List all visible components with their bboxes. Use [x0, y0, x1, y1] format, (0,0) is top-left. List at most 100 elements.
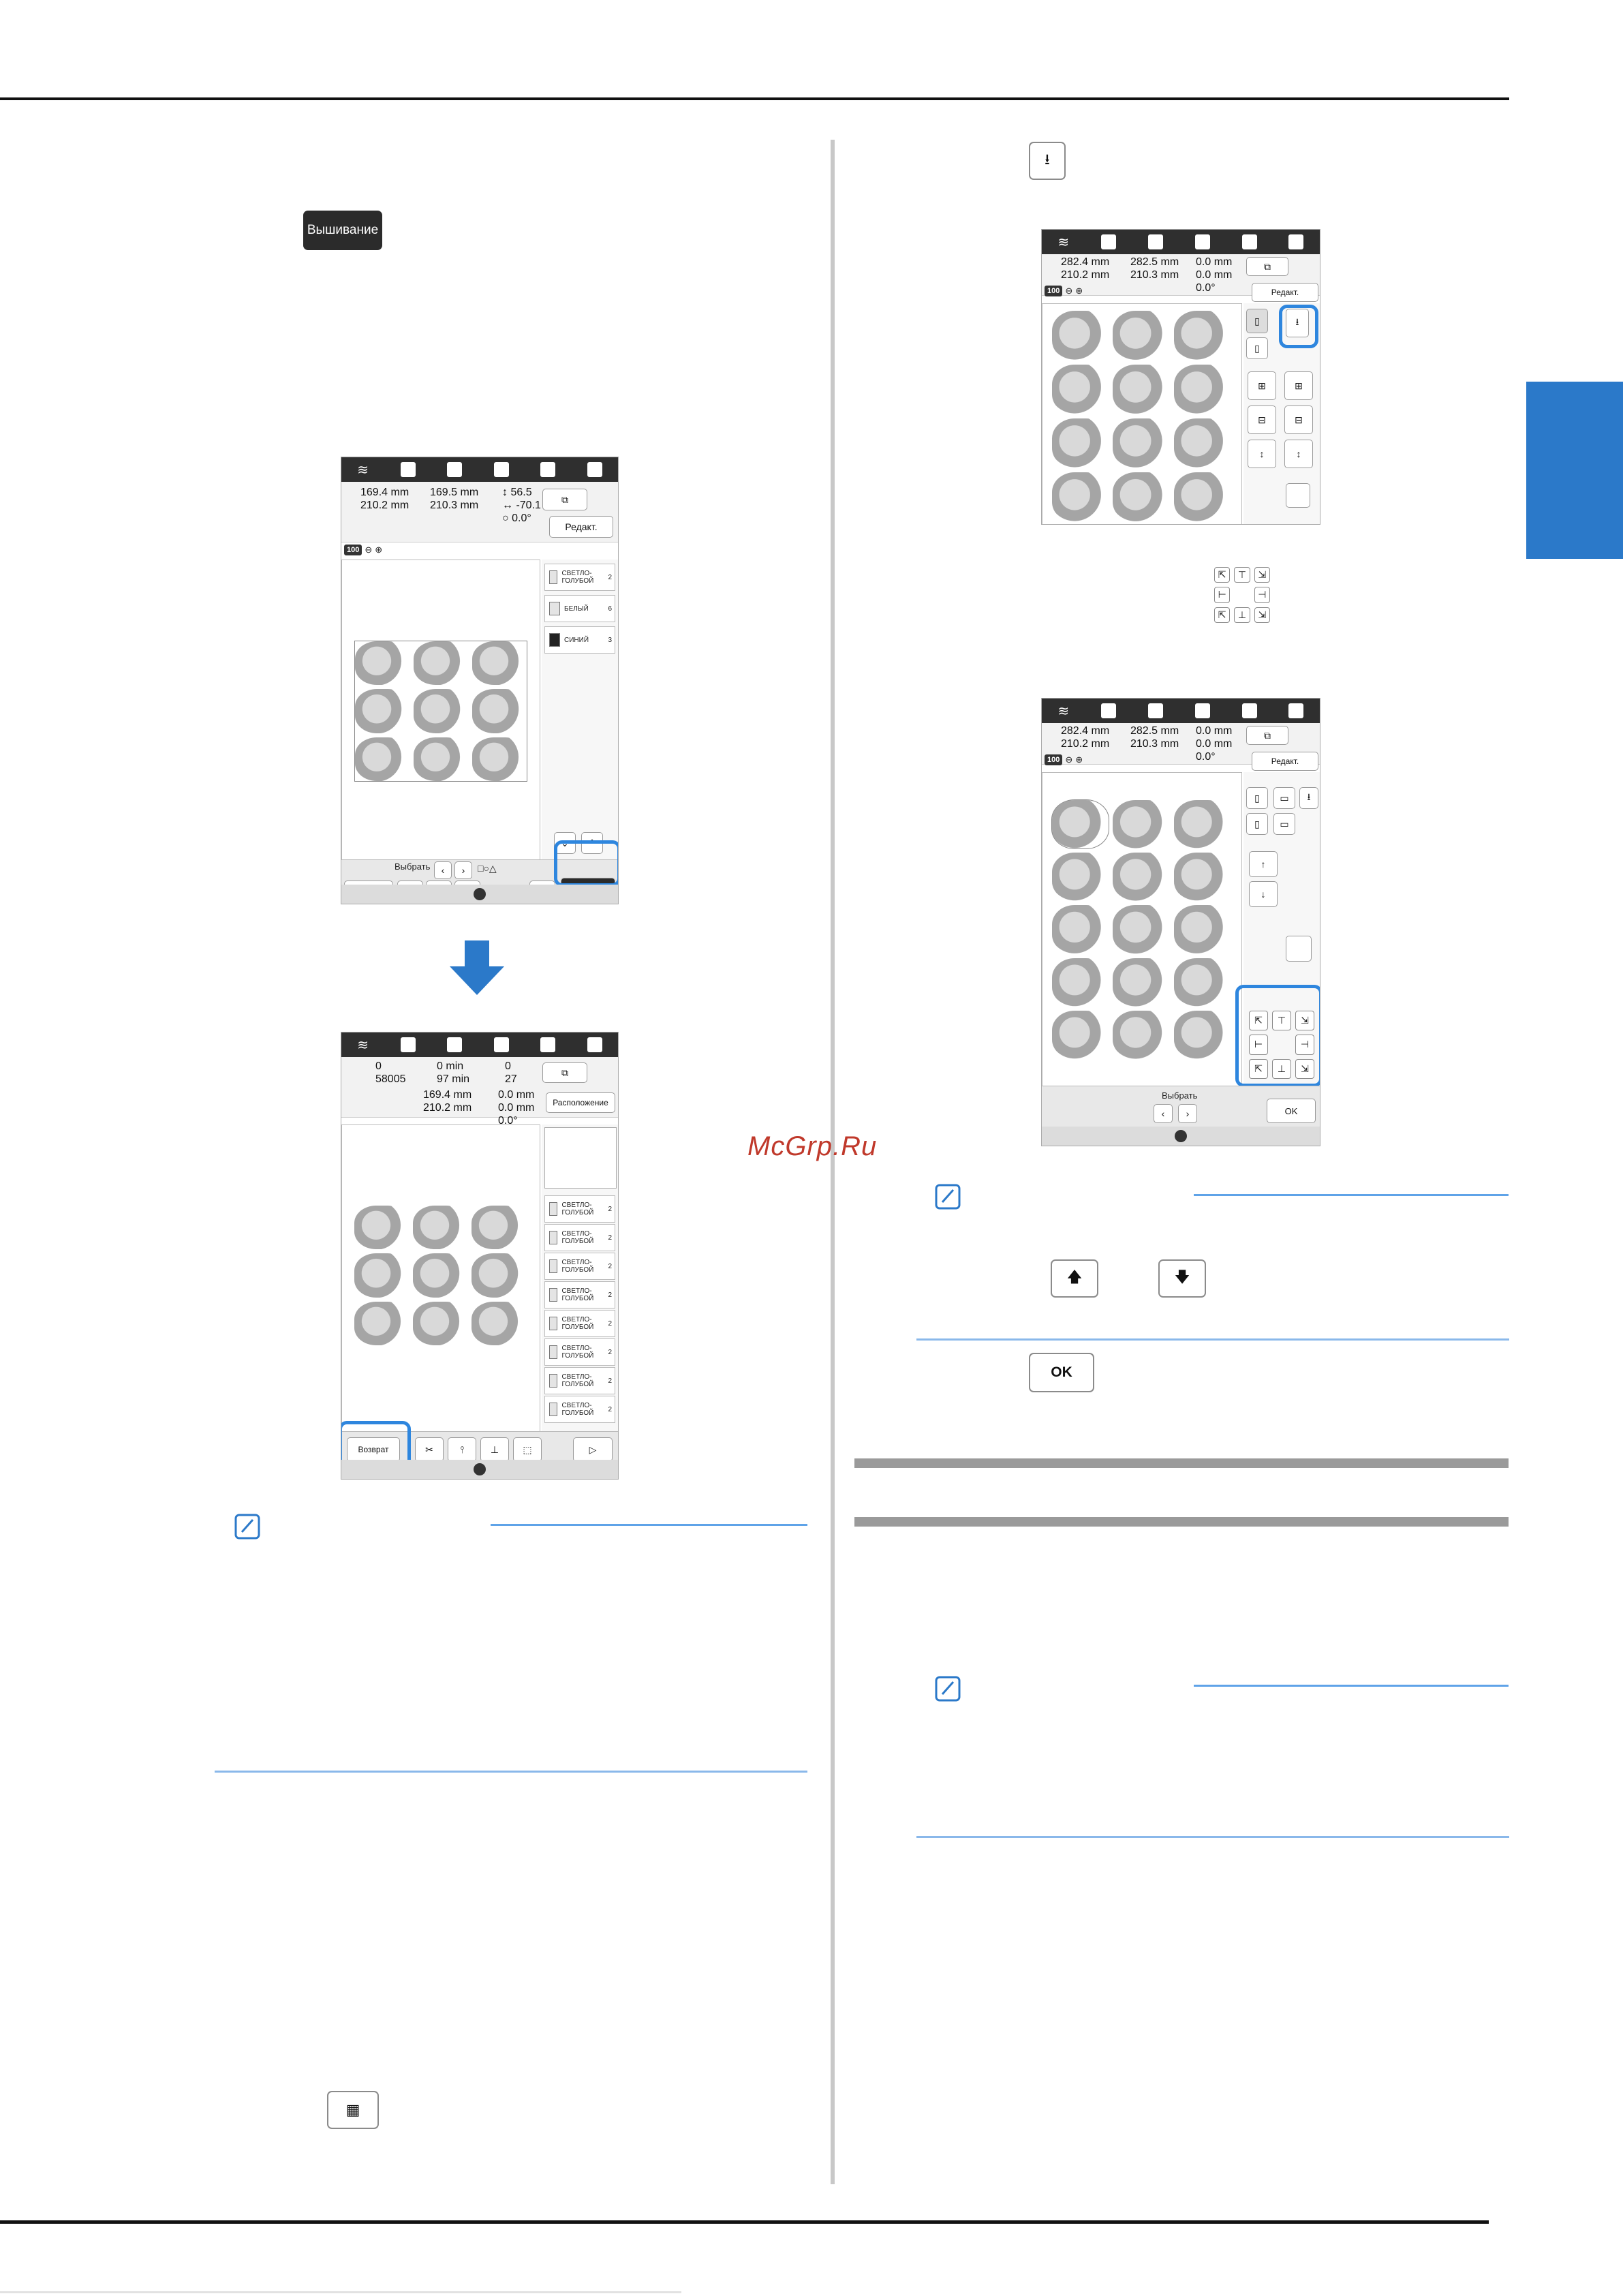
help-icon	[1147, 703, 1163, 718]
array-vertical-icon[interactable]: ▯	[1246, 787, 1268, 809]
trial-icon[interactable]: ⬚	[513, 1437, 542, 1462]
pull-handle[interactable]	[1042, 1127, 1320, 1146]
direction-pad[interactable]: ⇱ ⊤ ⇲ ⊢ ⊣ ⇱ ⊥ ⇲	[1249, 1011, 1314, 1079]
watermark: McGrp.Ru	[747, 1131, 878, 1161]
remove-row-icon[interactable]: ⊟	[1248, 405, 1276, 434]
array-row-icon[interactable]: ▭	[1273, 787, 1295, 809]
scissors-icon[interactable]: ✂	[415, 1437, 444, 1462]
return-button[interactable]: Возврат	[347, 1437, 400, 1462]
select-label: Выбрать	[395, 861, 431, 872]
help-icon	[447, 1037, 463, 1052]
ok-button[interactable]: OK	[1267, 1099, 1316, 1123]
bottom-icon[interactable]: ⊥	[1272, 1058, 1291, 1079]
memo-rule	[1194, 1685, 1509, 1687]
next-button[interactable]: ›	[454, 861, 472, 879]
move-up-icon[interactable]: ↑	[1249, 851, 1278, 877]
lock-icon	[540, 462, 556, 477]
array-column-icon[interactable]: ▭	[1273, 813, 1295, 835]
chapter-tab	[1526, 382, 1623, 559]
top-icon[interactable]: ⊤	[1272, 1011, 1291, 1031]
layout-icon[interactable]: ⧉	[1246, 726, 1288, 745]
column-divider	[831, 140, 835, 2184]
bottom-right-icon[interactable]: ⇲	[1295, 1058, 1314, 1079]
zoom-bar[interactable]: 100⊖⊕	[1045, 750, 1083, 769]
edit-button[interactable]: Редакт.	[549, 516, 613, 538]
file-icon	[1101, 703, 1117, 718]
file-icon	[400, 462, 416, 477]
file-icon	[400, 1037, 416, 1052]
needle-icon[interactable]: ⫯	[448, 1437, 476, 1462]
ok-inline-button: OK	[1029, 1353, 1094, 1392]
add-column-icon[interactable]: ⊞	[1284, 371, 1313, 400]
array-panel: ▯ ▯ ⭳ ⊞ ⊞ ⊟ ⊟ ↕ ↕	[1243, 303, 1320, 524]
array-down-icon[interactable]: ⭳	[1299, 787, 1318, 809]
zoom-bar[interactable]: 100⊖⊕	[1045, 281, 1083, 301]
lock-icon	[1241, 703, 1257, 718]
checkbox-icon[interactable]	[1286, 483, 1310, 508]
memo-rule	[1194, 1194, 1509, 1196]
presser-foot-icon	[1194, 703, 1210, 718]
array-down-icon[interactable]: ⭳	[1286, 309, 1309, 337]
pattern-grid	[354, 641, 527, 782]
array-horizontal-icon[interactable]: ▯	[1246, 813, 1268, 835]
pull-handle[interactable]	[341, 885, 618, 904]
frame-move-icon[interactable]: ▷	[573, 1437, 613, 1462]
move-down-icon[interactable]: ↓	[1249, 881, 1278, 907]
pattern-grid	[354, 1206, 526, 1345]
layout-icon[interactable]: ⧉	[542, 489, 587, 510]
move-down-inline-icon: 🡇	[1158, 1259, 1206, 1298]
prev-button[interactable]: ‹	[434, 861, 452, 879]
spacing-decrease-icon[interactable]: ↕	[1248, 440, 1276, 468]
right-icon[interactable]: ⊣	[1295, 1035, 1314, 1055]
shape-select-icon[interactable]: □○△	[478, 863, 497, 874]
edit-button[interactable]: Редакт.	[1252, 752, 1318, 771]
wifi-icon: ≋	[1057, 703, 1070, 719]
memo-end-rule	[215, 1771, 807, 1773]
wifi-icon: ≋	[357, 462, 369, 478]
edit-button[interactable]: Редакт.	[1252, 283, 1318, 302]
wifi-icon: ≋	[357, 1037, 369, 1053]
checkbox-icon[interactable]	[1286, 936, 1312, 962]
embroidery-canvas[interactable]	[1042, 772, 1242, 1087]
embroidery-canvas[interactable]	[341, 560, 540, 861]
prev-button[interactable]: ‹	[1154, 1104, 1173, 1123]
bottom-left-icon[interactable]: ⇱	[1249, 1058, 1268, 1079]
layout-icon[interactable]: ⧉	[542, 1062, 587, 1083]
embroidery-canvas[interactable]	[341, 1124, 540, 1433]
top-right-icon[interactable]: ⇲	[1295, 1011, 1314, 1031]
layout-button[interactable]: Расположение	[546, 1092, 615, 1113]
pull-handle[interactable]	[341, 1460, 618, 1479]
left-icon[interactable]: ⊢	[1249, 1035, 1268, 1055]
next-button[interactable]: ›	[1178, 1104, 1197, 1123]
array-vertical-icon[interactable]: ▯	[1246, 309, 1268, 333]
home-icon	[587, 1037, 602, 1052]
add-row-icon[interactable]: ⊞	[1248, 371, 1276, 400]
embroidery-canvas[interactable]	[1042, 303, 1242, 524]
array-panel: ▯ ▭ ⭳ ▯ ▭ ↑ ↓ ⇱ ⊤ ⇲ ⊢ ⊣ ⇱ ⊥ ⇲	[1243, 772, 1320, 1086]
memo-icon	[935, 1184, 961, 1210]
array-horizontal-icon[interactable]: ▯	[1246, 337, 1268, 359]
start-point-icon[interactable]: ⊥	[480, 1437, 509, 1462]
top-left-icon[interactable]: ⇱	[1249, 1011, 1268, 1031]
spacing-increase-icon[interactable]: ↕	[1284, 440, 1313, 468]
memo-rule	[491, 1524, 807, 1526]
layout-icon[interactable]: ⧉	[1246, 257, 1288, 276]
remove-column-icon[interactable]: ⊟	[1284, 405, 1313, 434]
zoom-bar[interactable]: 100⊖⊕	[344, 540, 382, 560]
pattern-grid	[1051, 799, 1231, 1059]
home-icon	[1288, 234, 1304, 249]
